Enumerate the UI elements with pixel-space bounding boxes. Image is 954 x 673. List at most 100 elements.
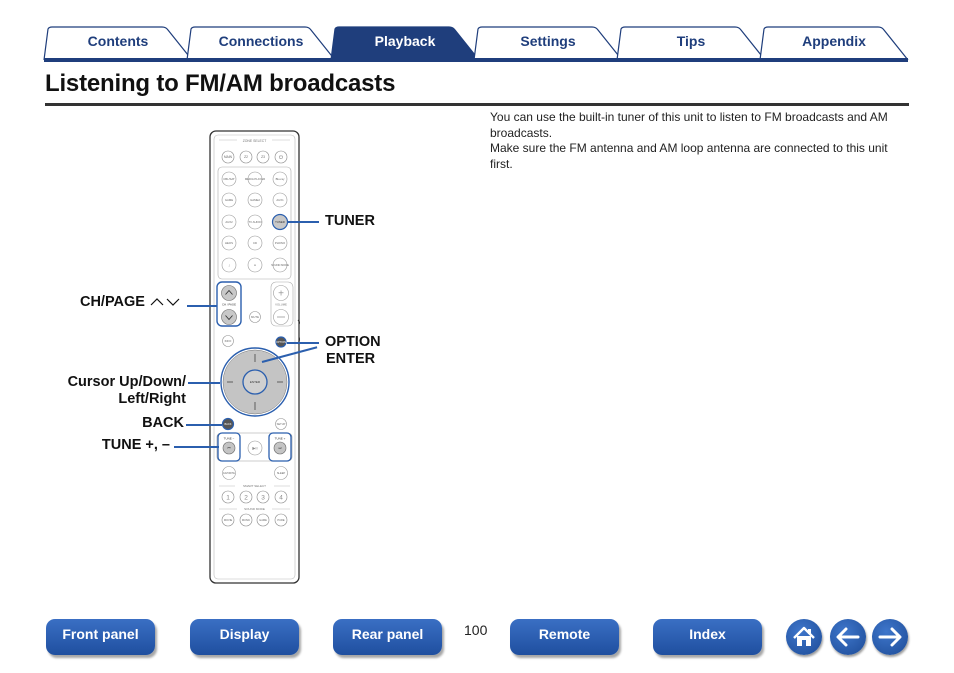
power-icon: ⏻ — [279, 155, 283, 161]
rewind-icon: ⏮ — [227, 446, 230, 450]
intro-paragraph: Make sure the FM antenna and AM loop ant… — [490, 141, 888, 171]
volume-label: VOLUME — [275, 303, 287, 307]
remote-button-label: HEOS — [225, 241, 233, 245]
tab-connections[interactable]: Connections — [186, 26, 336, 61]
remote-button-label: GAME2 — [250, 198, 260, 202]
tab-label: Settings — [520, 33, 576, 49]
smart-number: 4 — [279, 494, 283, 501]
tab-label: Contents — [87, 33, 149, 49]
callout-enter: ENTER — [326, 351, 376, 367]
remote-button-label: PURE — [277, 518, 284, 522]
back-button — [221, 417, 235, 431]
remote-button-label: TUNER — [275, 220, 285, 224]
leader-line-tuner — [287, 221, 319, 223]
remote-button-label: PHONO — [275, 241, 286, 245]
tab-settings[interactable]: Settings — [473, 26, 623, 61]
sound-mode-label: SOUND MODE — [244, 507, 265, 511]
intro-text: You can use the built-in tuner of this u… — [490, 110, 900, 172]
rear-panel-button[interactable]: Rear panel — [333, 619, 442, 655]
leader-line-option — [287, 342, 319, 344]
setup-label: SETUP — [277, 422, 286, 426]
remote-button-label: AUX2 — [225, 220, 233, 224]
source-buttons: CBL/SAT MEDIA PLAYER Blu-ray GAME GAME2 … — [221, 171, 289, 273]
tab-label: Appendix — [802, 33, 866, 49]
front-panel-button[interactable]: Front panel — [46, 619, 155, 655]
tab-label: Tips — [676, 33, 706, 49]
zone2-button — [239, 150, 253, 164]
remote-button-label: SOUND MODE — [271, 263, 289, 267]
zone-select-label: ZONE SELECT — [243, 139, 267, 143]
intro-paragraph: You can use the built-in tuner of this u… — [490, 110, 888, 140]
home-icon — [793, 626, 815, 646]
power-button — [274, 150, 288, 164]
callout-back: BACK — [142, 415, 184, 431]
tab-label: Playback — [374, 33, 436, 49]
index-button[interactable]: Index — [653, 619, 762, 655]
callout-tuner: TUNER — [325, 213, 375, 229]
title-divider — [45, 103, 909, 106]
favorite-label: FAVORITE — [223, 472, 235, 475]
back-arrow-button[interactable] — [830, 619, 866, 655]
tune-minus-label: TUNE − — [224, 437, 235, 441]
callout-option: OPTION — [325, 334, 381, 350]
enter-label: ENTER — [250, 380, 261, 384]
smart-number: 2 — [244, 494, 248, 501]
leader-line-cursor — [188, 382, 220, 384]
volume-up-icon: + — [278, 289, 284, 300]
leader-line-back — [186, 424, 222, 426]
remote-button-label: MUSIC — [242, 518, 250, 522]
sound-mode-buttons: MOVIE MUSIC GAME PURE — [221, 513, 288, 527]
ch-page-label: CH / PAGE — [222, 303, 236, 307]
callout-ch-page: CH/PAGE — [40, 294, 181, 311]
remote-button-label: CD — [253, 241, 257, 245]
tab-playback[interactable]: Playback — [330, 26, 481, 61]
display-button[interactable]: Display — [190, 619, 299, 655]
remote-control-illustration: ZONE SELECT MAIN Z2 Z3 ⏻ CBL/SAT MEDIA P… — [209, 130, 300, 584]
tab-bar: Contents Connections Playback Settings T… — [43, 26, 909, 63]
remote-button-label: CBL/SAT — [223, 177, 235, 181]
forward-arrow-button[interactable] — [872, 619, 908, 655]
remote-button-label: Z3 — [261, 155, 265, 159]
remote-button[interactable]: Remote — [510, 619, 619, 655]
arrow-left-icon — [836, 627, 860, 647]
up-down-chevron-icon — [150, 298, 180, 307]
smart-number: 3 — [261, 494, 265, 501]
remote-button-label: GAME — [259, 518, 267, 522]
tab-underline — [44, 58, 908, 62]
remote-button-label: GAME — [225, 198, 233, 202]
zone3-button — [256, 150, 270, 164]
remote-button-label: MEDIA PLAYER — [245, 177, 265, 181]
remote-button-label: Blu-ray — [276, 177, 285, 181]
smart-select-buttons: 1 2 3 4 — [221, 490, 288, 504]
tab-tips[interactable]: Tips — [616, 26, 766, 61]
remote-button-label: AUX1 — [276, 198, 284, 202]
zone-buttons: MAIN Z2 Z3 ⏻ — [221, 150, 288, 164]
mute-label: MUTE — [251, 315, 259, 319]
callout-cursor: Cursor Up/Down/ Left/Right — [30, 374, 186, 408]
sleep-label: SLEEP — [277, 471, 286, 475]
smart-number: 1 — [226, 494, 230, 501]
callout-cursor-line2: Left/Right — [118, 391, 186, 407]
option-label: OPTION — [276, 340, 286, 344]
info-label: INFO — [225, 339, 233, 343]
callout-tune: TUNE +, – — [101, 437, 170, 453]
callout-ch-page-text: CH/PAGE — [79, 294, 145, 310]
page-title: Listening to FM/AM broadcasts — [45, 70, 396, 97]
smart-select-label: SMART SELECT — [243, 484, 266, 488]
main-button — [221, 150, 235, 164]
remote-button-label: MOVIE — [224, 518, 233, 522]
page-number: 100 — [464, 622, 488, 638]
tab-contents[interactable]: Contents — [43, 26, 193, 61]
remote-button-label: » — [254, 263, 257, 268]
tune-plus-label: TUNE + — [275, 437, 286, 441]
option-button — [275, 336, 287, 348]
remote-button-label: TV AUDIO — [248, 220, 262, 224]
leader-line-ch-page — [187, 305, 217, 307]
enter-button — [242, 369, 268, 395]
arrow-right-icon — [878, 627, 902, 647]
tab-appendix[interactable]: Appendix — [759, 26, 909, 61]
tab-label: Connections — [218, 33, 304, 49]
remote-button-label: ↓ — [228, 263, 230, 268]
back-label: BACK — [224, 422, 231, 426]
home-button[interactable] — [786, 619, 822, 655]
